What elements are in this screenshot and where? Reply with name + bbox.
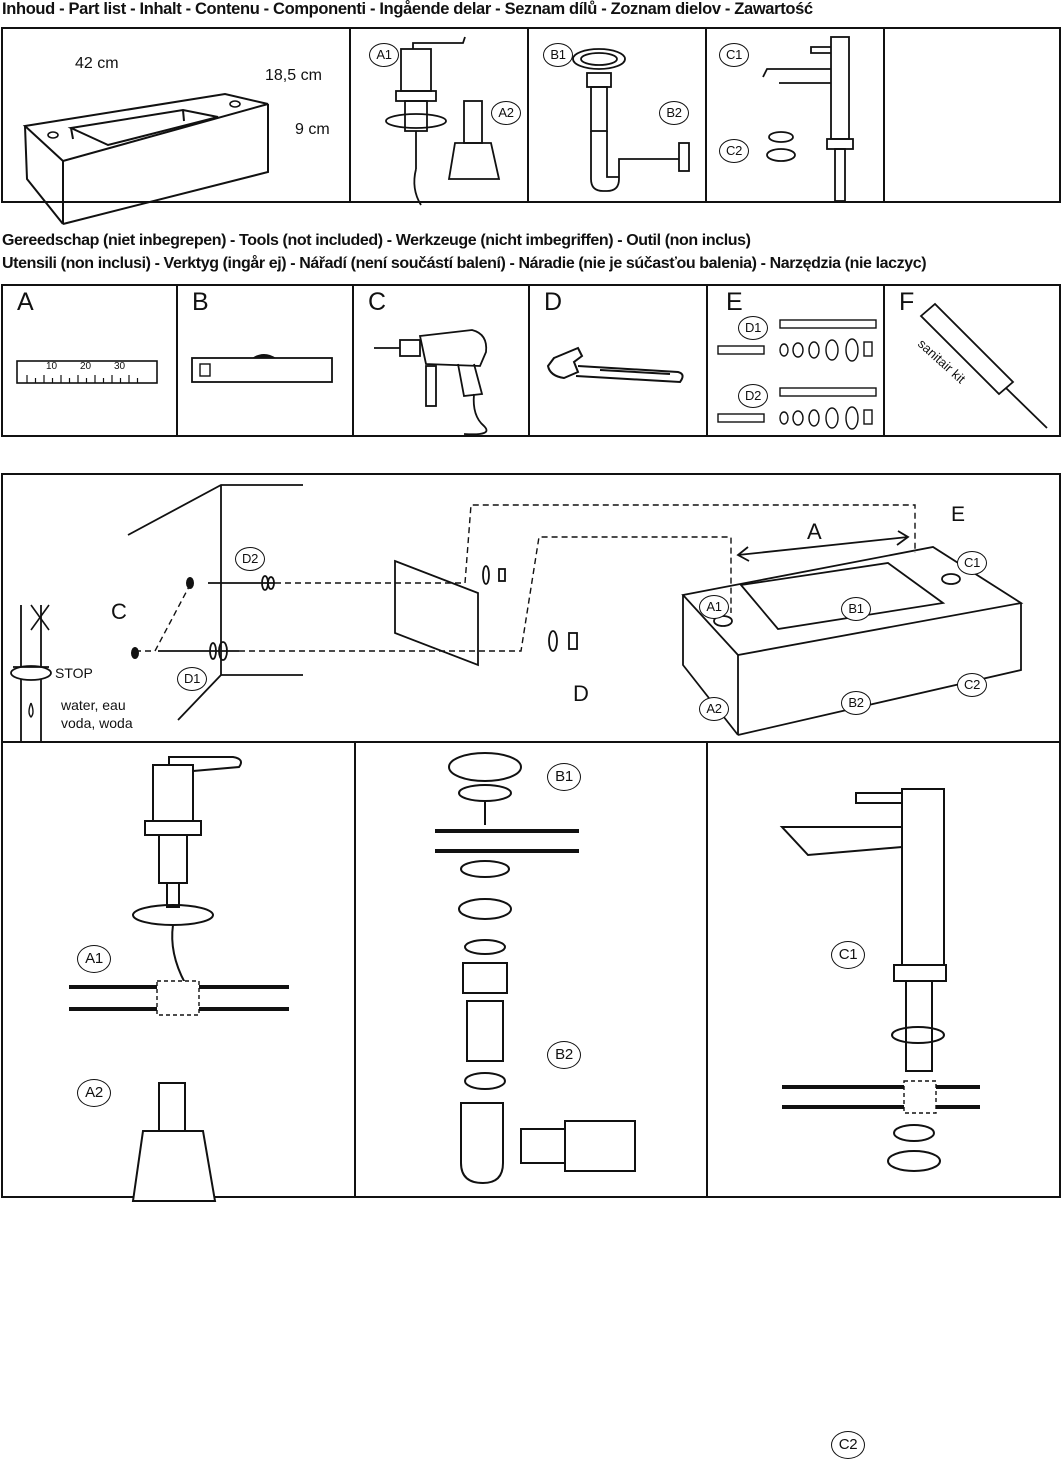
parts-cell-drain: B1 B2 xyxy=(529,29,707,201)
fixings-drawing xyxy=(717,319,877,430)
tool-cell-a: A 10 20 30 xyxy=(3,286,178,435)
ruler-tick-10: 10 xyxy=(46,361,58,372)
tool-cell-b: B xyxy=(178,286,354,435)
parts-cell-empty xyxy=(885,29,1061,201)
tool-cell-d: D xyxy=(530,286,708,435)
install-a1-badge: A1 xyxy=(699,595,729,619)
sealant-drawing xyxy=(919,302,1048,429)
detail-c2-badge: C2 xyxy=(831,1431,865,1459)
tool-cell-e: E D1 D2 xyxy=(708,286,885,435)
tool-d-letter: D xyxy=(544,288,563,316)
drain-detail-drawing xyxy=(435,752,636,1185)
tool-e-letter: E xyxy=(726,288,743,316)
tool-c-letter: C xyxy=(368,288,387,316)
part-a2-badge: A2 xyxy=(491,101,521,125)
dimension-a-label: A xyxy=(807,519,822,544)
basin-drawing xyxy=(22,92,269,225)
ruler-tick-30: 30 xyxy=(114,361,126,372)
soap-dispenser-drawing xyxy=(385,36,501,206)
installation-divider xyxy=(3,741,1059,743)
tool-f-letter: F xyxy=(899,288,915,316)
install-b1-badge: B1 xyxy=(841,597,871,621)
detail-a1-badge: A1 xyxy=(77,945,111,973)
tool-e-d1-badge: D1 xyxy=(738,316,768,340)
drill-drawing xyxy=(374,329,488,436)
spirit-level-drawing xyxy=(191,354,333,383)
ruler-drawing xyxy=(16,360,158,384)
install-d2-badge: D2 xyxy=(235,547,265,571)
tap-drawing xyxy=(762,36,854,202)
install-b2-badge: B2 xyxy=(841,691,871,715)
install-d1-badge: D1 xyxy=(177,667,207,691)
tool-cell-f: F sanitair kit xyxy=(885,286,1061,435)
install-a2-badge: A2 xyxy=(699,697,729,721)
soap-detail-drawing xyxy=(69,756,289,1202)
stop-label: STOP xyxy=(55,665,93,681)
tool-e-d2-badge: D2 xyxy=(738,384,768,408)
marker-d-label: D xyxy=(573,681,589,706)
drain-drawing xyxy=(572,48,690,192)
marker-e-label: E xyxy=(951,503,966,526)
parts-cell-basin: 42 cm 18,5 cm 9 cm xyxy=(3,29,351,225)
part-a1-badge: A1 xyxy=(369,43,399,67)
water-label-line1: water, eau xyxy=(61,697,126,713)
install-c1-badge: C1 xyxy=(957,551,987,575)
tools-header-line2: Utensili (non inclusi) - Verktyg (ingår … xyxy=(2,255,927,272)
part-c2-badge: C2 xyxy=(719,139,749,163)
detail-a2-badge: A2 xyxy=(77,1079,111,1107)
install-c2-badge: C2 xyxy=(957,673,987,697)
tools-row: A 10 20 30 B C D xyxy=(1,284,1061,437)
parts-row: 42 cm 18,5 cm 9 cm A1 A2 xyxy=(1,27,1061,225)
marker-c-label: C xyxy=(111,599,127,624)
basin-height-label: 9 cm xyxy=(295,121,330,138)
water-label-line2: voda, woda xyxy=(61,715,133,731)
detail-c1-badge: C1 xyxy=(831,941,865,969)
tap-detail-drawing xyxy=(779,788,980,1172)
basin-depth-label: 18,5 cm xyxy=(265,67,322,84)
installation-panel: A E C D STOP water, eau voda, woda D2 D1… xyxy=(1,473,1061,1459)
installation-overview-drawing xyxy=(10,484,1024,741)
basin-length-label: 42 cm xyxy=(75,55,119,72)
wrench-drawing xyxy=(546,346,684,384)
tool-a-letter: A xyxy=(17,288,34,316)
ruler-tick-20: 20 xyxy=(80,361,92,372)
part-b1-badge: B1 xyxy=(543,43,573,67)
part-b2-badge: B2 xyxy=(659,101,689,125)
part-c1-badge: C1 xyxy=(719,43,749,67)
detail-divider-2 xyxy=(706,743,708,1196)
tool-b-letter: B xyxy=(192,288,209,316)
detail-b1-badge: B1 xyxy=(547,763,581,791)
parts-cell-tap: C1 C2 xyxy=(707,29,885,202)
parts-header: Inhoud - Part list - Inhalt - Contenu - … xyxy=(2,0,813,18)
parts-cell-soap-dispenser: A1 A2 xyxy=(351,29,529,206)
detail-divider-1 xyxy=(354,743,356,1196)
tool-cell-c: C xyxy=(354,286,530,436)
detail-b2-badge: B2 xyxy=(547,1041,581,1069)
tools-header-line1: Gereedschap (niet inbegrepen) - Tools (n… xyxy=(2,232,751,249)
